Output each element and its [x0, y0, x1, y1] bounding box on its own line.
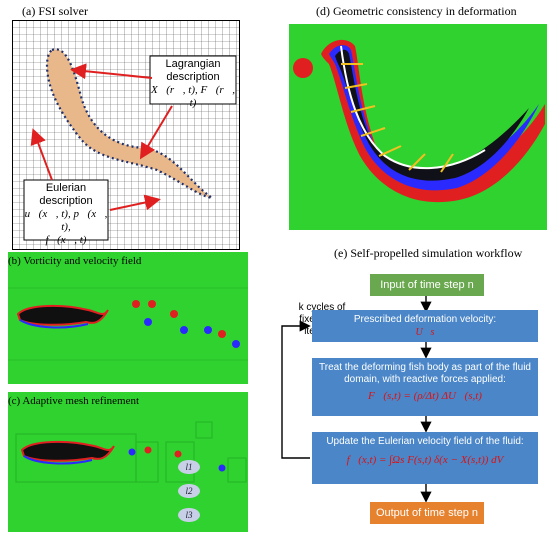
output-time-step-box: Output of time step n [370, 502, 484, 524]
fish-body-shape [45, 48, 213, 200]
geometric-consistency-image [289, 24, 547, 230]
fish-vorticity-shape [16, 304, 109, 326]
adaptive-mesh-image [8, 392, 248, 532]
reactive-force-box: Treat the deforming fish body as part of… [312, 358, 538, 416]
prescribed-deformation-box: Prescribed deformation velocity: U⃗s [312, 310, 538, 342]
panel-a-title: (a) FSI solver [22, 4, 88, 18]
update-eulerian-box: Update the Eulerian velocity field of th… [312, 432, 538, 484]
mesh-level-l2-label: l2 [178, 484, 200, 498]
panel-e-title: (e) Self-propelled simulation workflow [334, 246, 523, 260]
vorticity-field-image [8, 252, 248, 384]
mesh-level-l3-label: l3 [178, 508, 200, 522]
panel-d-title: (d) Geometric consistency in deformation [316, 4, 517, 18]
input-time-step-box: Input of time step n [370, 274, 484, 296]
lagrangian-description: Lagrangian description X⃗(r⃗, t), F⃗(r⃗,… [150, 58, 236, 109]
panel-b-title: (b) Vorticity and velocity field [8, 255, 142, 267]
eulerian-description: Eulerian description u⃗(x⃗, t), p⃗(x⃗, t… [24, 182, 108, 246]
fsi-solver-diagram [12, 20, 240, 250]
mesh-level-l1-label: l1 [178, 460, 200, 474]
panel-c-title: (c) Adaptive mesh refinement [8, 395, 140, 407]
fish-mesh-shape [20, 440, 115, 462]
